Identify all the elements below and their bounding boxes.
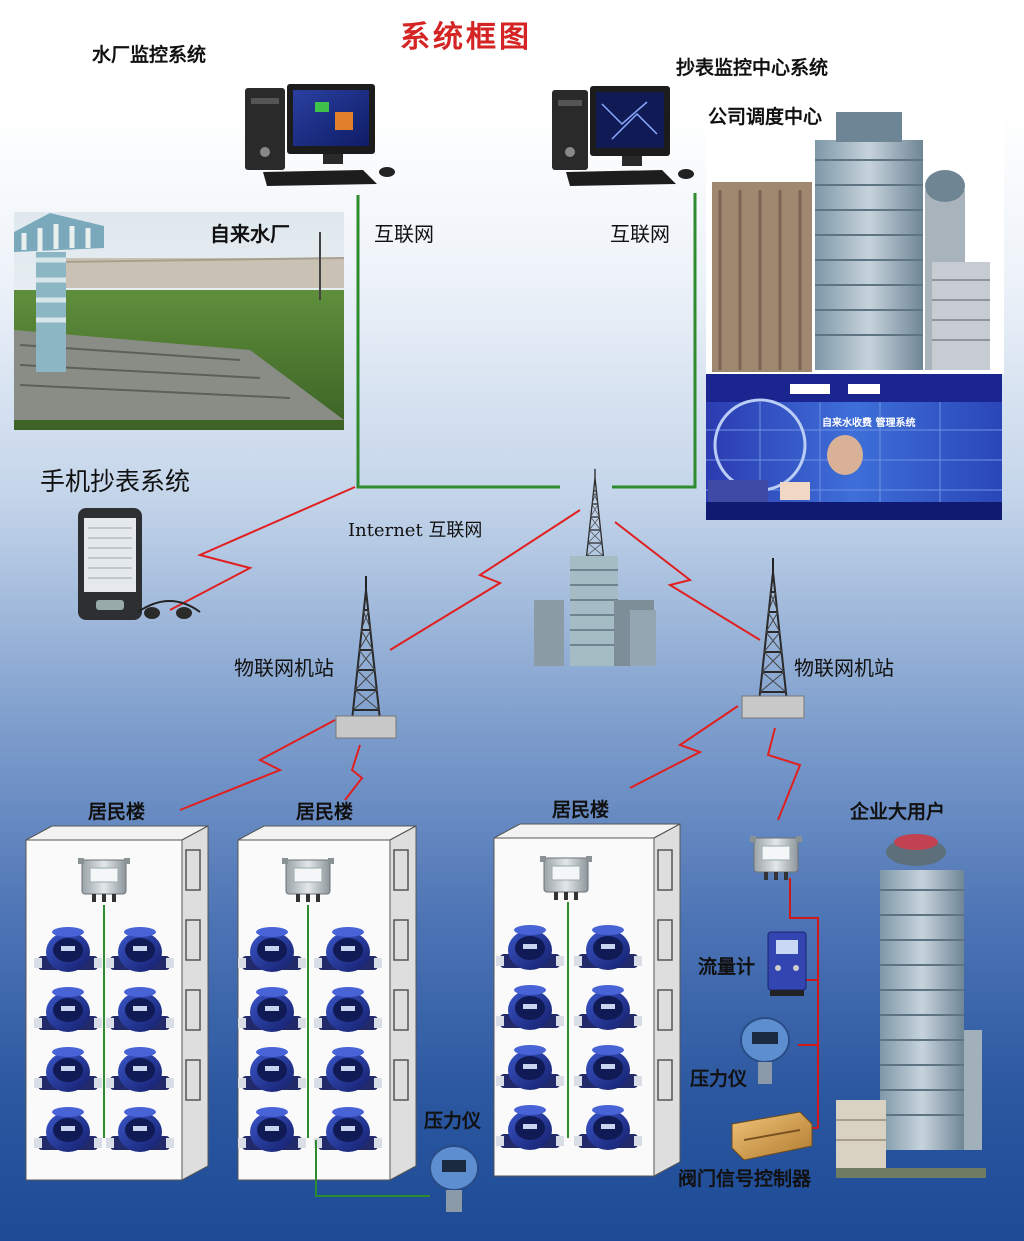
pressure-gauge-bottom-label: 压力仪 xyxy=(424,1110,482,1132)
enterprise-signal-bus xyxy=(789,878,819,1129)
billing-software-screen xyxy=(706,374,1002,520)
iot-tower-right-base xyxy=(741,695,805,719)
pressure-gauge-right-label: 压力仪 xyxy=(690,1068,748,1090)
valve-controller-label: 阀门信号控制器 xyxy=(678,1168,812,1190)
iot-station-right-label: 物联网机站 xyxy=(794,656,894,680)
enterprise-skyscraper-icon xyxy=(836,834,986,1178)
iot-tower-right xyxy=(758,557,788,703)
central-tower-building xyxy=(534,468,656,666)
water-plant-photo xyxy=(14,212,345,430)
iot-tower-left-base xyxy=(335,715,397,739)
mobile-system-label: 手机抄表系统 xyxy=(40,467,191,496)
internet-right-label: 互联网 xyxy=(610,222,670,246)
concentrator-box-icon xyxy=(749,835,803,881)
enterprise-label: 企业大用户 xyxy=(850,801,946,823)
valve-controller-icon xyxy=(731,1111,813,1161)
meter-center-label: 抄表监控中心系统 xyxy=(676,57,829,79)
dispatch-center-label: 公司调度中心 xyxy=(708,106,823,128)
flow-meter-label: 流量计 xyxy=(698,956,756,978)
wireless-links xyxy=(169,486,802,821)
building-windows xyxy=(185,849,673,1101)
internet-left-label: 互联网 xyxy=(374,222,434,246)
diagram-title: 系统框图 xyxy=(400,20,532,55)
meter-center-computer xyxy=(552,86,694,186)
iot-station-left-label: 物联网机站 xyxy=(234,656,334,680)
company-buildings-photo xyxy=(706,112,1004,374)
internet-link-lines xyxy=(356,193,697,489)
pressure-gauge-bottom-icon xyxy=(315,1140,479,1212)
internet-center-label: Internet 互联网 xyxy=(348,520,483,541)
residential-1-label: 居民楼 xyxy=(88,801,146,823)
water-plant-monitor-label: 水厂监控系统 xyxy=(92,44,207,66)
residential-2-label: 居民楼 xyxy=(296,801,354,823)
headphones-icon xyxy=(137,600,201,619)
residential-3-label: 居民楼 xyxy=(552,799,610,821)
iot-tower-left xyxy=(351,575,381,721)
handheld-terminal-icon xyxy=(78,508,142,620)
water-plant-label: 自来水厂 xyxy=(210,222,290,246)
flow-meter-icon xyxy=(767,931,807,996)
pressure-gauge-right-icon xyxy=(740,1017,790,1084)
software-name-label: 自来水收费 管理系统 xyxy=(822,418,916,429)
water-plant-computer xyxy=(245,84,395,186)
